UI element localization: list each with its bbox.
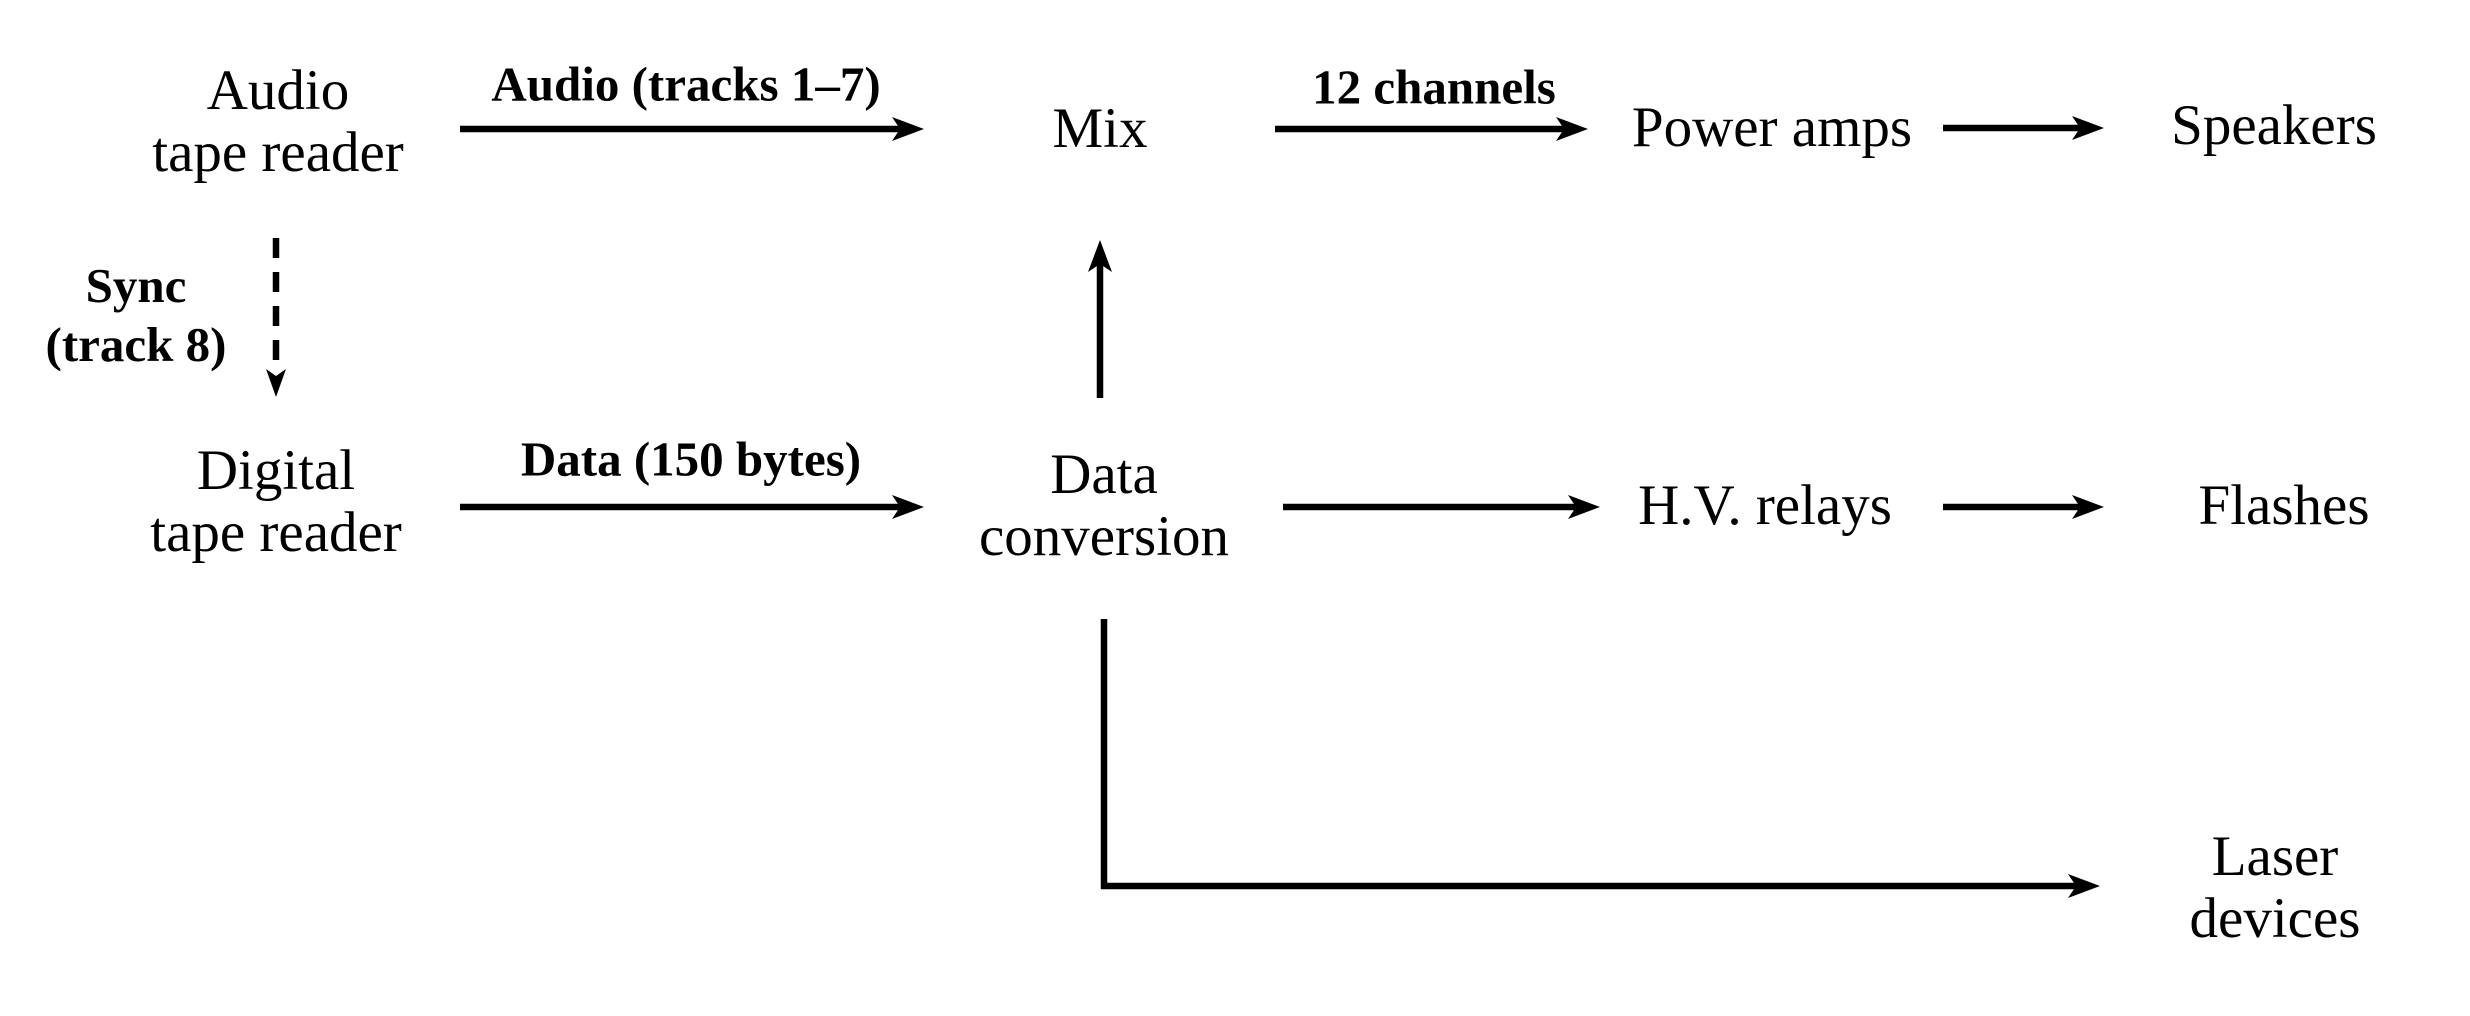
node-hv-relays: H.V. relays [1638, 473, 1892, 537]
node-speakers: Speakers [2171, 93, 2377, 157]
node-power-amps: Power amps [1631, 95, 1913, 159]
arrow-digital-tape-reader-to-data-conversion [460, 495, 924, 519]
arrow-data-conversion-to-hv-relays [1283, 495, 1600, 519]
node-data-conversion: Data conversion [978, 442, 1230, 568]
arrow-data-conversion-to-laser-devices [1100, 619, 2100, 898]
node-mix: Mix [1052, 96, 1148, 160]
node-laser-devices: Laser devices [2189, 824, 2361, 950]
node-flashes: Flashes [2198, 473, 2370, 537]
arrow-hv-relays-to-flashes [1943, 495, 2104, 519]
edge-label-audio-tracks: Audio (tracks 1–7) [491, 56, 881, 112]
edge-label-data-150-bytes: Data (150 bytes) [520, 431, 862, 487]
edge-label-sync-track-8: Sync (track 8) [45, 258, 227, 372]
node-audio-tape-reader: Audio tape reader [152, 58, 404, 184]
arrow-power-amps-to-speakers [1943, 116, 2104, 140]
edge-label-12-channels: 12 channels [1312, 59, 1556, 115]
node-digital-tape-reader: Digital tape reader [150, 438, 402, 564]
arrow-sync-audio-to-digital-dashed [266, 238, 286, 397]
arrow-data-conversion-to-mix [1088, 240, 1112, 398]
arrow-audio-tape-reader-to-mix [460, 117, 924, 141]
arrow-mix-to-power-amps [1275, 117, 1588, 141]
